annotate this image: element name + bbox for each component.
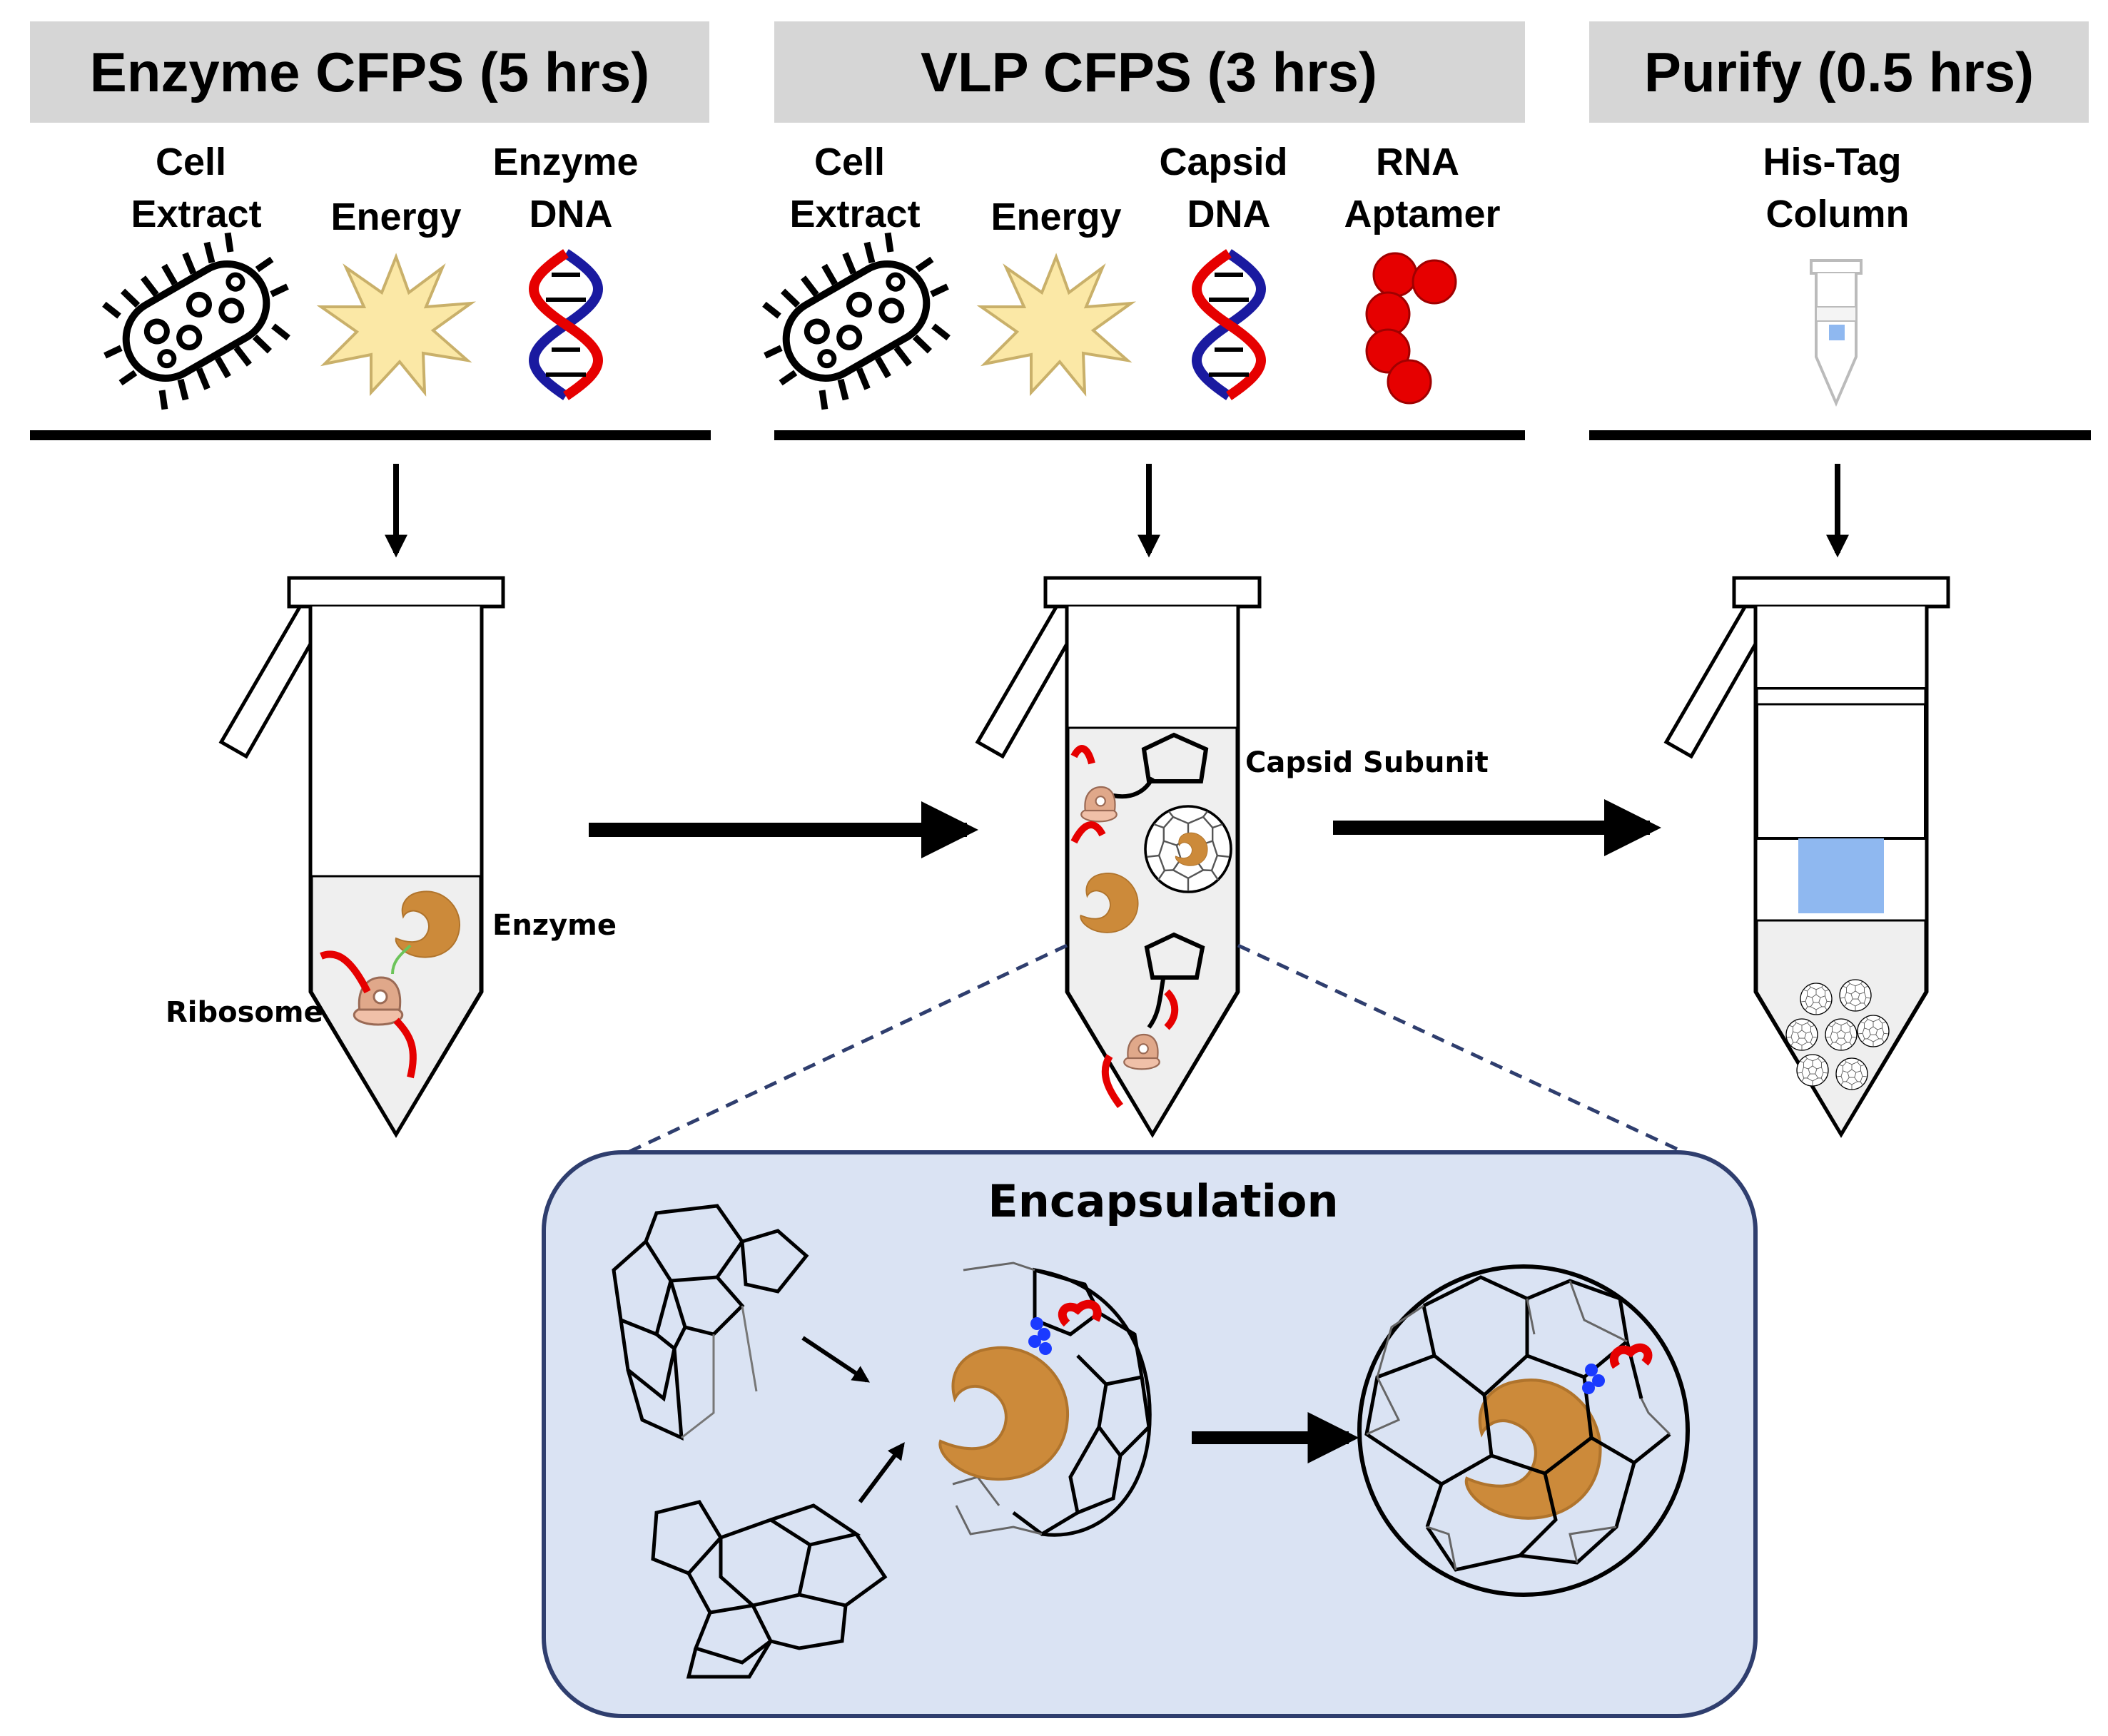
stage-header-box: [30, 21, 709, 123]
stage-title: VLP CFPS (3 hrs): [921, 41, 1377, 103]
encapsulation-title: Encapsulation: [988, 1175, 1338, 1227]
spin-column-icon: [1810, 259, 1863, 407]
ingredient-label: RNA Aptamer: [1344, 141, 1500, 235]
capsid-partial-shell: [651, 1500, 888, 1679]
energy-burst-icon: [320, 255, 472, 394]
ingredient-label: Cell Extract: [131, 141, 261, 235]
enzyme-label: Enzyme: [492, 909, 617, 942]
tube-vlp-cfps: [978, 578, 1260, 1135]
ingredient-label: Enzyme DNA: [492, 141, 649, 235]
capsid-assembling: [938, 1262, 1152, 1537]
rna-aptamer-icon: [1365, 252, 1457, 405]
capsid-half-shell: [612, 1204, 809, 1441]
tube-enzyme-cfps: [221, 578, 503, 1135]
ingredient-label: Capsid DNA: [1159, 141, 1298, 235]
capsid-full: [1357, 1264, 1690, 1597]
capsid-subunit-label: Capsid Subunit: [1245, 746, 1489, 779]
dna-helix-icon: [1197, 253, 1261, 396]
cell-extract-icon: [741, 218, 972, 425]
zoom-line: [627, 943, 1068, 1154]
stage-enzyme-cfps: Enzyme CFPS (5 hrs) Cell Extract Energy …: [30, 21, 711, 1135]
stage-purify: Purify (0.5 hrs) His-Tag Column: [1589, 21, 2091, 1135]
stage-header-box: [1589, 21, 2089, 123]
stage-vlp-cfps: VLP CFPS (3 hrs) Cell Extract Energy Cap…: [741, 21, 1525, 1135]
ingredient-label: Cell Extract: [789, 141, 920, 235]
ingredient-label: His-Tag Column: [1763, 141, 1912, 235]
stage-header-box: [774, 21, 1525, 123]
ribosome-label: Ribosome: [166, 996, 323, 1029]
assembly-arrow: [801, 1336, 870, 1383]
stage-title: Purify (0.5 hrs): [1644, 41, 2034, 103]
ingredient-label: Energy: [990, 196, 1121, 238]
ingredient-label: Energy: [330, 196, 461, 238]
encapsulation-panel: Encapsulation: [542, 1150, 1758, 1718]
stage-title: Enzyme CFPS (5 hrs): [90, 41, 650, 103]
tube-purify: [1666, 578, 1948, 1135]
assembly-arrow: [858, 1442, 905, 1503]
dna-helix-icon: [534, 253, 598, 396]
cell-extract-icon: [81, 218, 312, 425]
zoom-line: [1237, 943, 1686, 1154]
energy-burst-icon: [980, 255, 1132, 394]
